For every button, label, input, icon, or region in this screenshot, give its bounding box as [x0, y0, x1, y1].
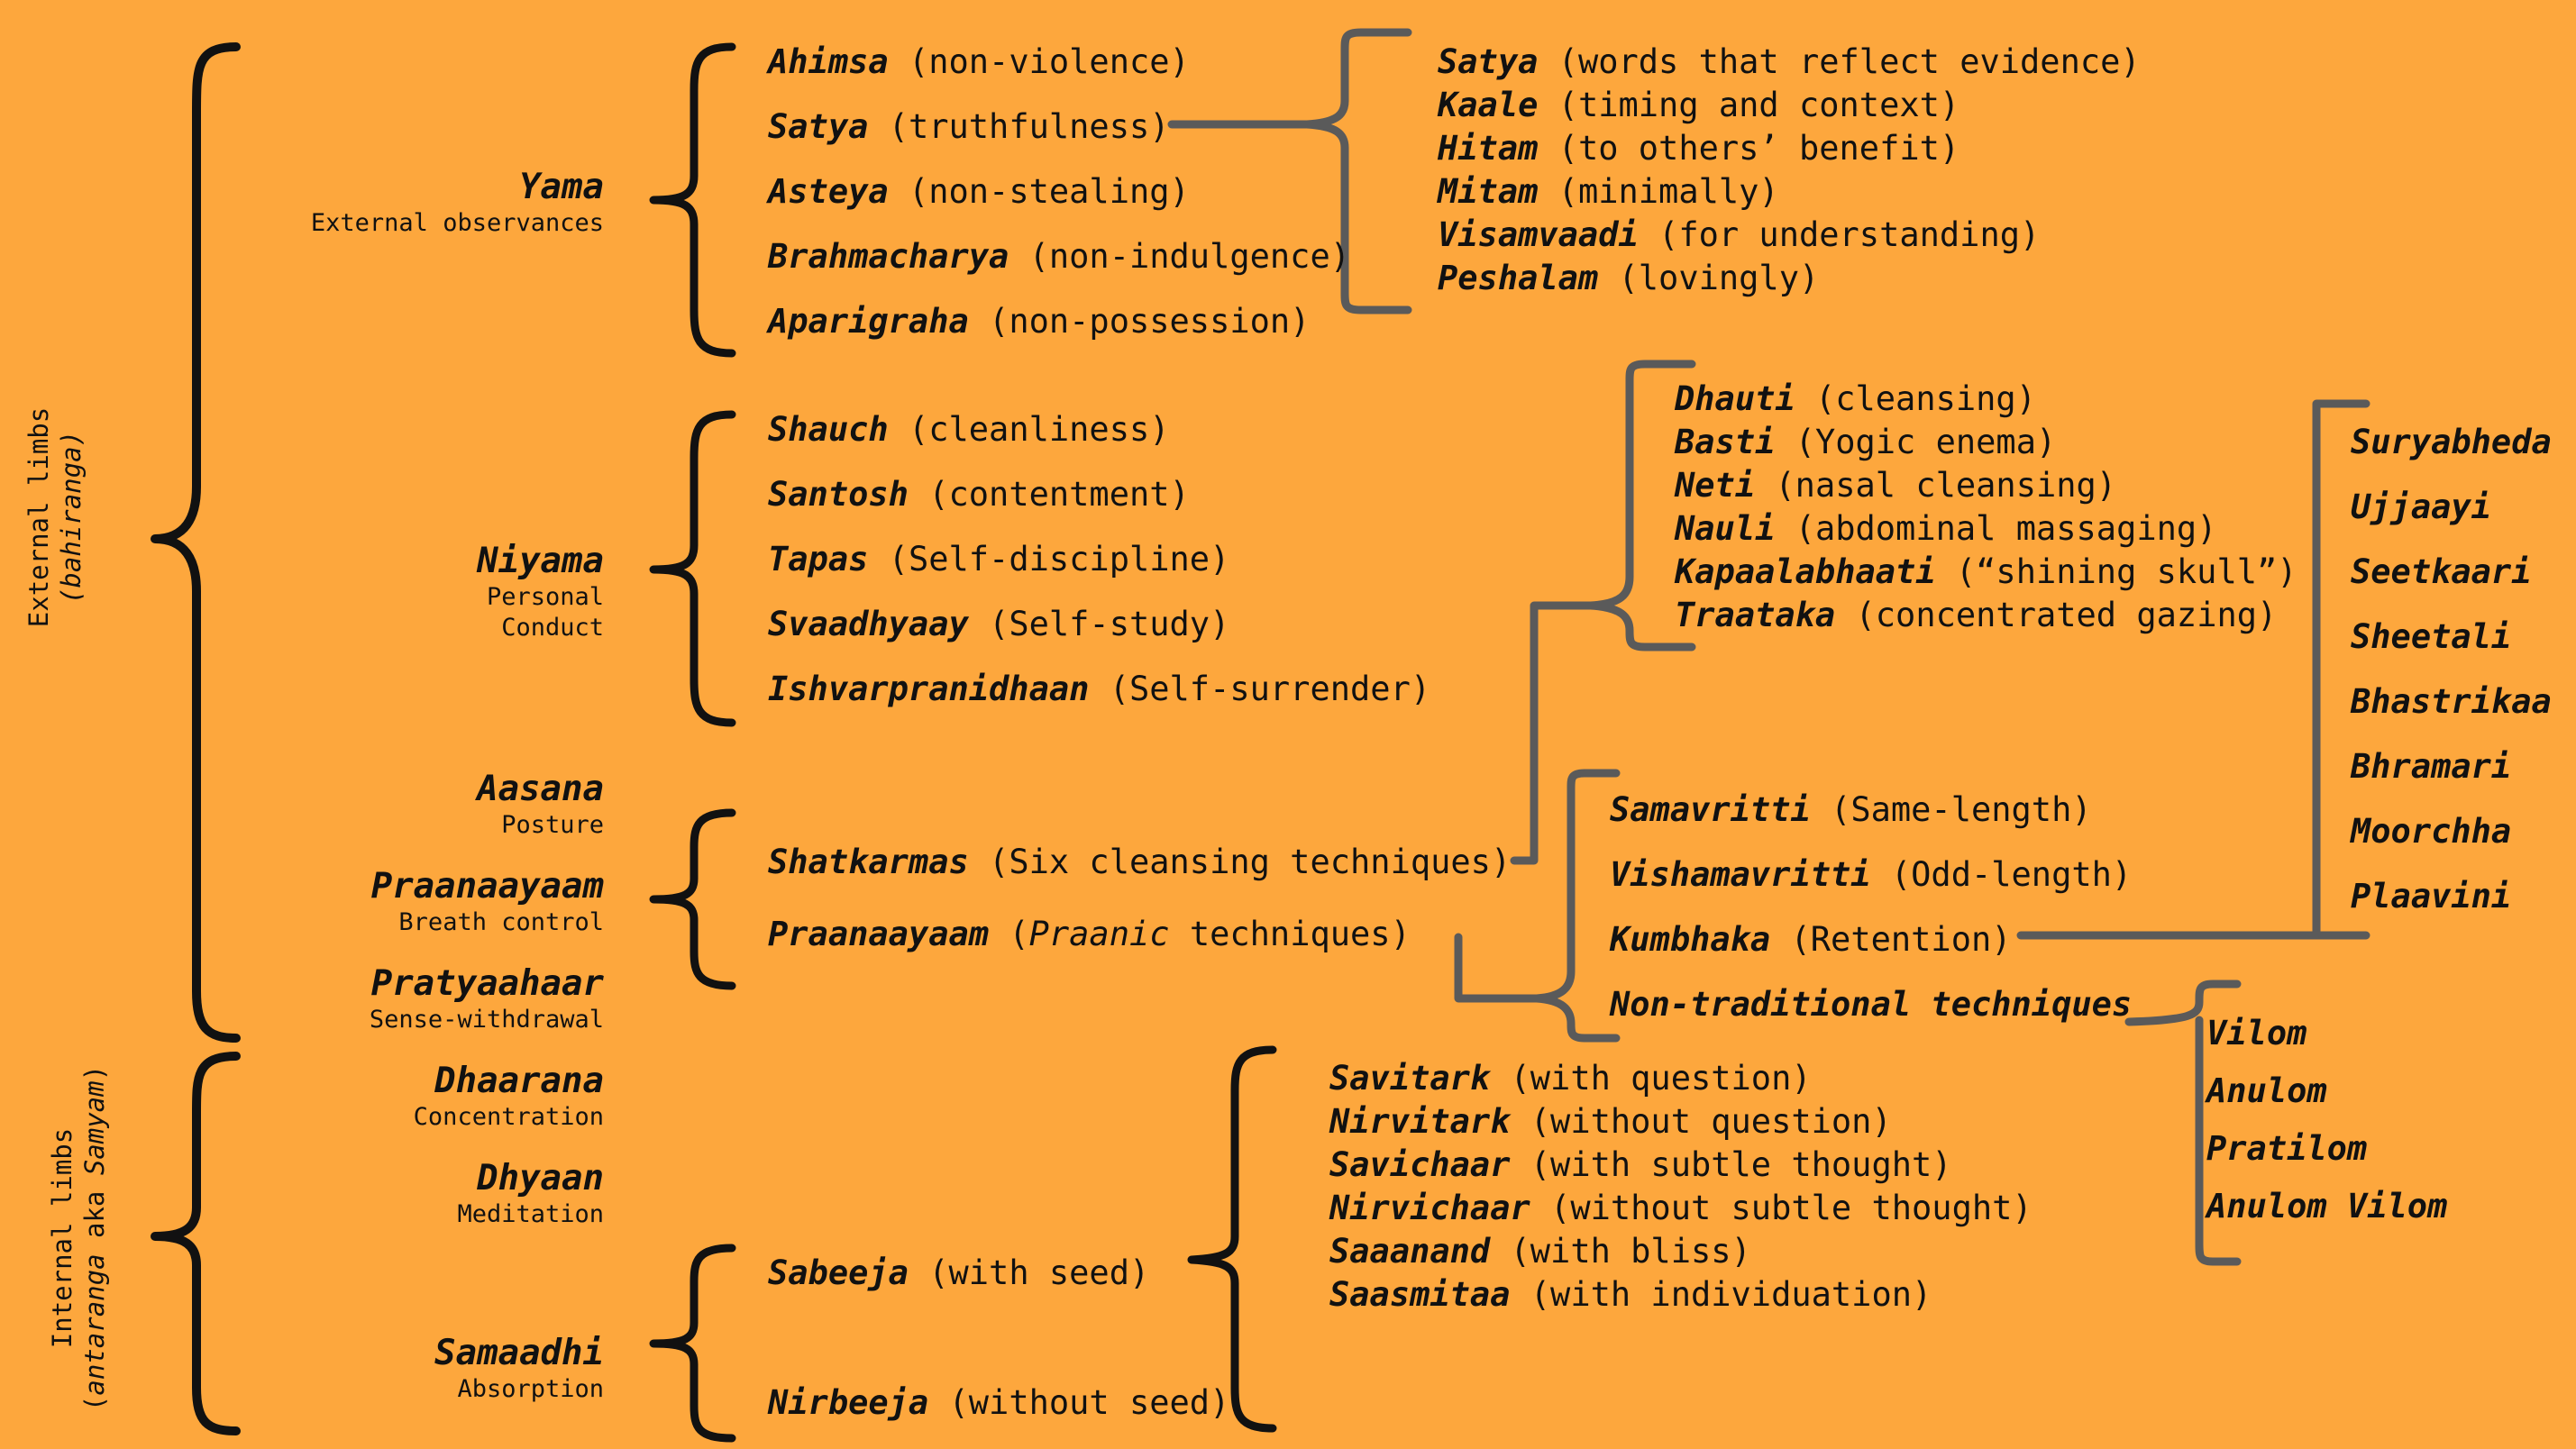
shatkarma-item: Kapaalabhaati (“shining skull”) [1675, 552, 2297, 591]
nontrad-bracket [2124, 980, 2242, 1266]
kumbhaka-bracket [2016, 399, 2370, 940]
yama-item: Brahmacharya (non-indulgence) [768, 237, 1351, 276]
shatkarma-item: Dhauti (cleansing) [1675, 379, 2036, 418]
kumbhaka-item: Suryabheda [2351, 423, 2552, 461]
praanaayaam-type: Kumbhaka (Retention) [1610, 920, 2012, 959]
nontrad-item: Anulom Vilom [2206, 1187, 2448, 1226]
niyama-item: Santosh (contentment) [768, 475, 1190, 514]
nontrad-item: Pratilom [2206, 1129, 2368, 1168]
niyama-item: Tapas (Self-discipline) [768, 540, 1230, 579]
satya-item: Visamvaadi (for understanding) [1438, 215, 2041, 254]
samaadhi-brace [649, 1244, 736, 1443]
kumbhaka-item: Seetkaari [2351, 552, 2532, 591]
external-limbs-line2: (bahiranga) [56, 430, 87, 605]
satya-item: Kaale (timing and context) [1438, 86, 1960, 124]
nontrad-item: Vilom [2206, 1014, 2307, 1053]
shatkarma-item: Traataka (concentrated gazing) [1675, 596, 2278, 634]
niyama-item: Svaadhyaay (Self-study) [768, 605, 1230, 643]
external-limbs-brace [151, 42, 241, 1043]
shatkarma-item: Neti (nasal cleansing) [1675, 466, 2117, 505]
yama-brace [649, 42, 736, 358]
kumbhaka-item: Sheetali [2351, 617, 2512, 656]
kumbhaka-item: Moorchha [2351, 812, 2512, 851]
internal-limbs-label: Internal limbs (antaranga aka Samyam) [46, 1058, 113, 1418]
nontrad-item: Anulom [2206, 1071, 2327, 1110]
praanaayaam-type: Non-traditional techniques [1610, 985, 2133, 1024]
shatkarmas-bracket [1510, 360, 1696, 865]
external-limbs-line1: External limbs [23, 406, 54, 628]
praanaayaam-type: Vishamavritti (Odd-length) [1610, 855, 2133, 894]
satya-bracket [1167, 28, 1412, 314]
niyama-brace [649, 410, 736, 727]
sabeeja-item: Saaanand (with bliss) [1329, 1232, 1751, 1271]
yama-item: Ahimsa (non-violence) [768, 42, 1190, 81]
samaadhi-item: Sabeeja (with seed) [768, 1253, 1150, 1292]
niyama-item: Shauch (cleanliness) [768, 410, 1170, 449]
limb-dhyaan: Dhyaan Meditation [457, 1158, 604, 1228]
sabeeja-item: Savichaar (with subtle thought) [1329, 1145, 1952, 1184]
internal-limbs-line2: (antaranga aka Samyam) [79, 1064, 111, 1412]
satya-item: Satya (words that reflect evidence) [1438, 42, 2141, 81]
internal-limbs-brace [151, 1052, 241, 1435]
yama-item: Satya (truthfulness) [768, 107, 1170, 146]
sabeeja-item: Saasmitaa (with individuation) [1329, 1275, 1932, 1314]
niyama-item: Ishvarpranidhaan (Self-surrender) [768, 670, 1431, 708]
limb-samaadhi: Samaadhi Absorption [434, 1333, 604, 1403]
satya-item: Peshalam (lovingly) [1438, 259, 1820, 297]
shatkarma-item: Nauli (abdominal massaging) [1675, 509, 2217, 548]
limb-yama: Yama External observances [310, 167, 604, 237]
sabeeja-brace [1187, 1045, 1277, 1433]
sabeeja-item: Savitark (with question) [1329, 1059, 1812, 1098]
limb-niyama: Niyama Personal Conduct [477, 541, 604, 642]
praanaayaam-bracket [1454, 769, 1621, 1043]
kumbhaka-item: Bhastrikaa [2351, 682, 2552, 721]
sabeeja-item: Nirvichaar (without subtle thought) [1329, 1189, 2032, 1227]
internal-limbs-line1: Internal limbs [47, 1127, 78, 1349]
limb-praanaayaam: Praanaayaam Breath control [370, 866, 604, 936]
kumbhaka-item: Bhramari [2351, 747, 2512, 786]
satya-item: Mitam (minimally) [1438, 172, 1779, 211]
external-limbs-label: External limbs (bahiranga) [23, 382, 89, 652]
limb-pratyaahaar: Pratyaahaar Sense-withdrawal [369, 963, 604, 1034]
kumbhaka-item: Plaavini [2351, 877, 2512, 916]
shatkarmas-item: Shatkarmas (Six cleansing techniques) [768, 843, 1512, 881]
yama-item: Asteya (non-stealing) [768, 172, 1190, 211]
practice-brace [649, 808, 736, 990]
limb-aasana: Aasana Posture [477, 769, 604, 839]
satya-item: Hitam (to others’ benefit) [1438, 129, 1960, 168]
sabeeja-item: Nirvitark (without question) [1329, 1102, 1892, 1141]
yama-item: Aparigraha (non-possession) [768, 302, 1311, 341]
praanaayaam-type: Samavritti (Same-length) [1610, 790, 2092, 829]
kumbhaka-item: Ujjaayi [2351, 488, 2491, 526]
praanaayaam-item: Praanaayaam (Praanic techniques) [768, 915, 1411, 953]
samaadhi-item: Nirbeeja (without seed) [768, 1383, 1230, 1422]
limb-dhaarana: Dhaarana Concentration [413, 1061, 604, 1131]
shatkarma-item: Basti (Yogic enema) [1675, 423, 2057, 461]
